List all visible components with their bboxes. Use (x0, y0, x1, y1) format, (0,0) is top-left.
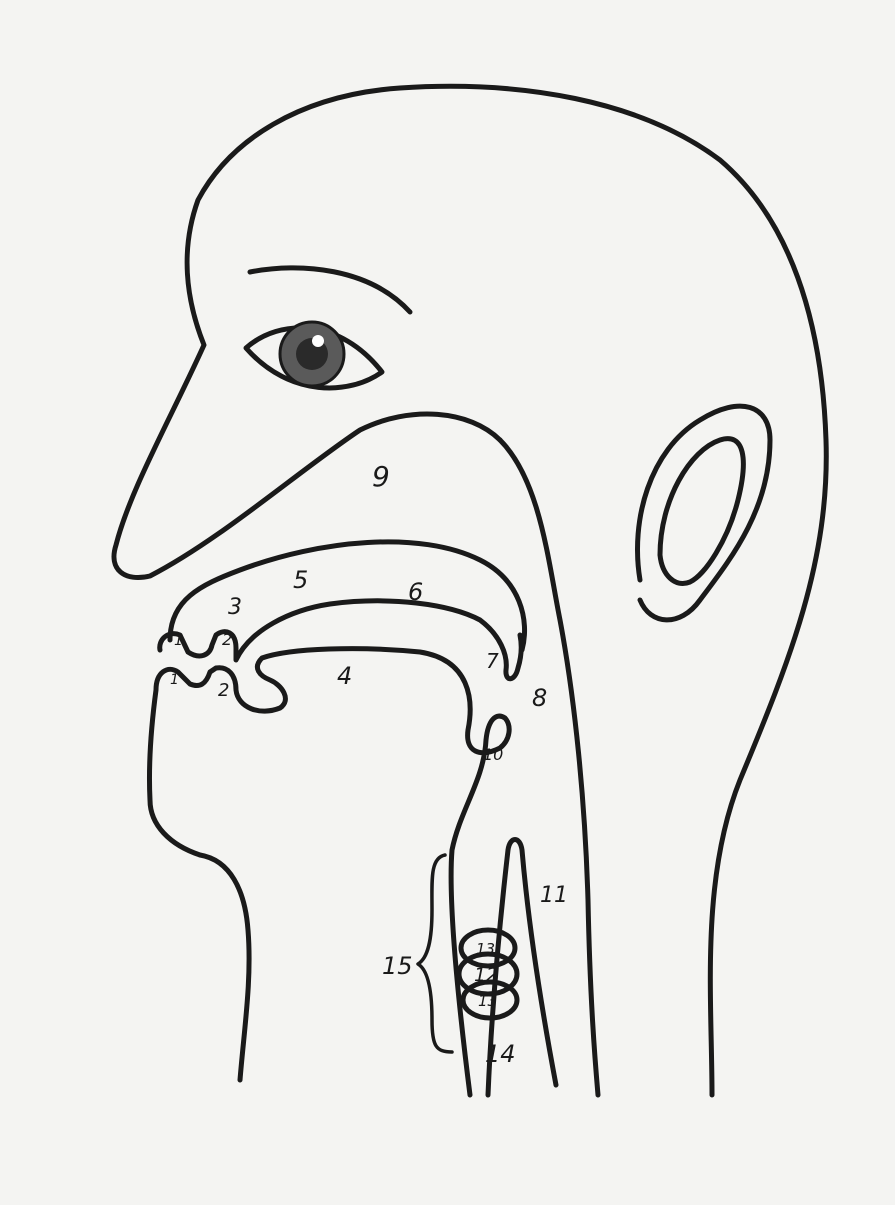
label-1-lower: 1 (170, 672, 179, 688)
label-2-lower: 2 (218, 680, 229, 701)
label-8: 8 (532, 684, 547, 712)
label-1-upper: 1 (174, 633, 183, 649)
label-2-upper: 2 (222, 630, 232, 649)
ear-outer (638, 406, 771, 620)
head-outline (114, 86, 826, 1095)
label-12: 12 (474, 964, 498, 986)
bracket-15 (418, 855, 452, 1052)
label-13-upper: 13 (476, 940, 495, 958)
label-14: 14 (485, 1040, 516, 1068)
label-6: 6 (408, 578, 423, 606)
label-4: 4 (337, 662, 352, 690)
lower-lip-teeth-tongue (149, 649, 509, 1095)
label-15: 15 (382, 952, 413, 980)
label-10: 10 (483, 745, 503, 764)
label-5: 5 (293, 566, 308, 594)
label-7: 7 (486, 649, 499, 673)
label-11: 11 (540, 883, 568, 908)
label-3: 3 (228, 595, 242, 620)
label-9: 9 (372, 460, 390, 493)
eye-highlight (312, 335, 324, 347)
chin-neck-front (200, 855, 249, 1080)
eyebrow (250, 268, 410, 312)
label-13-lower: 13 (478, 992, 497, 1010)
